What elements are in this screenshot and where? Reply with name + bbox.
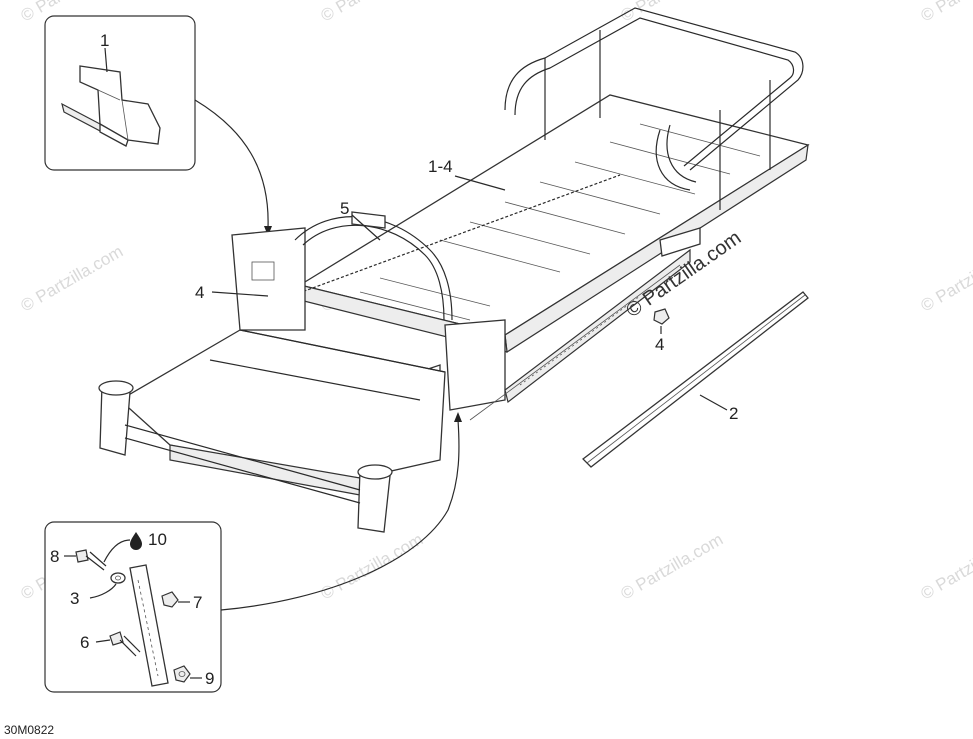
leader-inset-hardware xyxy=(220,419,460,611)
watermark: © Partzilla.com xyxy=(918,0,973,25)
watermark: © Partzilla.com xyxy=(918,242,973,316)
front-hoop xyxy=(294,216,453,321)
washer-part-3 xyxy=(110,572,126,584)
callout-2: 2 xyxy=(729,404,738,423)
leader-inset-1 xyxy=(194,99,269,229)
front-bulkhead xyxy=(231,227,306,331)
arrowhead xyxy=(454,412,462,422)
leader-5 xyxy=(351,214,381,241)
watermark: © Partzilla.com xyxy=(18,242,127,316)
runner-strip-part-2 xyxy=(582,291,809,468)
leader-1-4 xyxy=(454,175,506,191)
strap-plate xyxy=(129,564,169,687)
callout-6: 6 xyxy=(80,633,89,652)
nut-part-4-right xyxy=(653,308,670,325)
rear-rack xyxy=(504,7,804,210)
callout-4-left: 4 xyxy=(195,283,204,302)
callout-1: 1 xyxy=(100,31,109,50)
callout-3: 3 xyxy=(70,589,79,608)
callout-9: 9 xyxy=(205,669,214,688)
lower-chassis xyxy=(118,329,446,479)
callout-7: 7 xyxy=(193,593,202,612)
callout-1-4: 1-4 xyxy=(428,157,453,176)
sled-frame xyxy=(98,7,810,533)
bolt-part-8 xyxy=(75,549,107,571)
callout-10: 10 xyxy=(148,530,167,549)
watermark: © Partzilla.com xyxy=(918,530,973,604)
drawing-code: 30M0822 xyxy=(4,723,54,737)
nut-part-7 xyxy=(161,591,179,608)
grease-drop-icon xyxy=(130,532,142,550)
side-rail xyxy=(279,174,621,301)
leader-4-left xyxy=(211,291,269,297)
callout-5: 5 xyxy=(340,199,349,218)
inset-hardware-detail: 8 10 3 7 6 9 xyxy=(44,521,222,693)
inset-bracket-detail: 1 xyxy=(44,15,196,171)
watermark: © Partzilla.com xyxy=(318,530,427,604)
nut-part-9 xyxy=(173,665,191,683)
watermark: © Partzilla.com xyxy=(318,0,427,25)
bracket-part-1 xyxy=(61,65,161,147)
callout-4-right: 4 xyxy=(655,335,664,354)
leader-2 xyxy=(699,394,728,411)
callout-8: 8 xyxy=(50,547,59,566)
bolt-part-6 xyxy=(109,631,141,657)
watermark: © Partzilla.com xyxy=(618,530,727,604)
center-bulkhead xyxy=(444,319,506,411)
